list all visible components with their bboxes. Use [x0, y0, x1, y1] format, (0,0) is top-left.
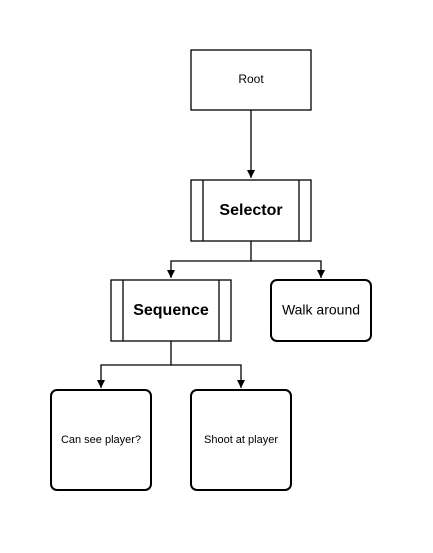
root-node-label: Root: [238, 72, 264, 86]
shoot-at-player-node-label: Shoot at player: [204, 434, 278, 446]
can-see-player-node: Can see player?: [50, 389, 152, 491]
edge-sequence-to-can-see-player: [97, 341, 172, 388]
shoot-at-player-node: Shoot at player: [190, 389, 292, 491]
walk-around-node-label: Walk around: [282, 302, 360, 318]
walk-around-node: Walk around: [270, 279, 372, 342]
edges: [97, 110, 325, 388]
selector-node-label: Selector: [219, 202, 282, 219]
sequence-node: Sequence: [110, 279, 232, 342]
edge-selector-to-sequence: [167, 241, 252, 278]
can-see-player-node-label: Can see player?: [61, 434, 141, 446]
edge-sequence-to-shoot-at-player: [171, 364, 245, 388]
sequence-node-label: Sequence: [133, 302, 209, 319]
root-node: Root: [190, 49, 312, 111]
selector-node: Selector: [190, 179, 312, 242]
edge-selector-to-walk-around: [251, 260, 325, 278]
